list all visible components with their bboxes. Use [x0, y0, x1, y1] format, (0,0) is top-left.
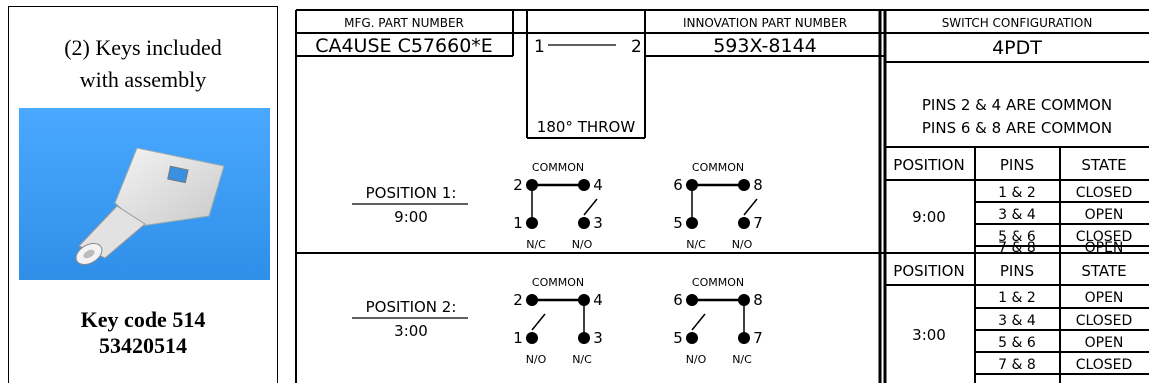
pos1-pole-a-common-label: COMMON	[532, 161, 584, 174]
table2-position: 3:00	[912, 326, 946, 344]
pos1-pole-b-pin-label: 8	[753, 176, 763, 194]
key-caption-line1: (2) Keys included	[64, 35, 222, 60]
key-image	[19, 108, 270, 280]
pos2-pole-a-common-label: COMMON	[532, 276, 584, 289]
table1-header-position: POSITION	[893, 156, 964, 174]
mfg-part-label: MFG. PART NUMBER	[344, 16, 464, 30]
throw-from-pin: 1	[534, 37, 545, 57]
position1-label: POSITION 1:	[366, 184, 457, 202]
pos1-pole-a-pin-label: 3	[593, 214, 603, 232]
pos2-pole-a-pin-label: 4	[593, 291, 603, 309]
table2-row3-pins: 5 & 6	[998, 335, 1036, 351]
table1-row2-state: OPEN	[1085, 207, 1124, 223]
pos1-pole-b-left-type-label: N/C	[686, 238, 706, 251]
pos2-pole-b-contact-open	[691, 313, 706, 331]
pos2-pole-a-pin-label: 2	[513, 291, 523, 309]
table1-row1-pins: 1 & 2	[998, 185, 1036, 201]
key-caption-line2: with assembly	[79, 67, 207, 92]
key-icon	[19, 108, 270, 280]
pos2-pole-b-pin-label: 5	[673, 329, 683, 347]
pos1-pole-b-right-type-label: N/O	[732, 238, 753, 251]
table2-row1-state: OPEN	[1085, 290, 1124, 306]
table2-header-position: POSITION	[893, 262, 964, 280]
common-note-1: PINS 2 & 4 ARE COMMON	[922, 96, 1112, 114]
pos1-pole-b-pin-label: 6	[673, 176, 683, 194]
pos1-pole-a-contact-open	[583, 198, 598, 216]
pos1-pole-a-right-type-label: N/O	[572, 238, 593, 251]
table1-header-pins: PINS	[1000, 156, 1034, 174]
pos1-pole-b-pin-dot	[738, 217, 750, 229]
table1-row4-state: OPEN	[1085, 240, 1124, 256]
pos2-pole-b-left-type-label: N/O	[686, 353, 707, 366]
pos1-pole-b-common-label: COMMON	[692, 161, 744, 174]
pos1-pole-b-contact-open	[743, 198, 758, 216]
pos1-pole-a-pin-label: 2	[513, 176, 523, 194]
table1-row3-state: CLOSED	[1076, 229, 1133, 245]
common-note-2: PINS 6 & 8 ARE COMMON	[922, 119, 1112, 137]
table1-row2-pins: 3 & 4	[998, 207, 1036, 223]
pos1-pole-a-pin-dot	[578, 179, 590, 191]
mfg-part-value: CA4USE C57660*E	[315, 35, 493, 57]
table2-row4-state: CLOSED	[1076, 357, 1133, 373]
pos2-pole-b-pin-dot	[686, 332, 698, 344]
table2-row2-pins: 3 & 4	[998, 313, 1036, 329]
innovation-part-value: 593X-8144	[713, 35, 817, 57]
table1-row4-pins: 7 & 8	[998, 240, 1036, 256]
table1-position: 9:00	[912, 208, 946, 226]
pos2-pole-a-pin-label: 1	[513, 329, 523, 347]
position2-time: 3:00	[394, 322, 428, 340]
pos1-pole-a-pin-dot	[578, 217, 590, 229]
pos1-pole-a-pin-label: 1	[513, 214, 523, 232]
switch-config-value: 4PDT	[992, 37, 1042, 59]
pos2-pole-a-pin-dot	[526, 294, 538, 306]
pos1-pole-a-pin-label: 4	[593, 176, 603, 194]
key-code-line1: Key code 514	[80, 307, 206, 332]
pos1-pole-b-pin-label: 5	[673, 214, 683, 232]
pos2-pole-b-common-label: COMMON	[692, 276, 744, 289]
table1-row3-pins: 5 & 6	[998, 229, 1036, 245]
position2-label: POSITION 2:	[366, 298, 457, 316]
key-panel: (2) Keys included with assembly	[8, 6, 278, 383]
innovation-part-label: INNOVATION PART NUMBER	[683, 16, 847, 30]
pos1-pole-b-pin-label: 7	[753, 214, 763, 232]
pos2-pole-b-pin-dot	[686, 294, 698, 306]
throw-label: 180° THROW	[537, 118, 636, 136]
table2-header-state: STATE	[1081, 262, 1126, 280]
table2-row1-pins: 1 & 2	[998, 290, 1036, 306]
pos1-pole-a-left-type-label: N/C	[526, 238, 546, 251]
pos2-pole-a-contact-open	[531, 313, 546, 331]
key-code-line2: 53420514	[99, 333, 187, 358]
pos2-pole-a-pin-dot	[526, 332, 538, 344]
pos2-pole-a-right-type-label: N/C	[572, 353, 592, 366]
table2-row3-state: OPEN	[1085, 335, 1124, 351]
pos2-pole-a-left-type-label: N/O	[526, 353, 547, 366]
pos2-pole-a-pin-label: 3	[593, 329, 603, 347]
table1-header-state: STATE	[1081, 156, 1126, 174]
frame-lines	[295, 9, 1149, 383]
table2-row2-state: CLOSED	[1076, 313, 1133, 329]
table2-header-pins: PINS	[1000, 262, 1034, 280]
table2-row4-pins: 7 & 8	[998, 357, 1036, 373]
pos2-pole-b-pin-label: 7	[753, 329, 763, 347]
pos1-pole-b-pin-dot	[738, 179, 750, 191]
position1-time: 9:00	[394, 208, 428, 226]
switch-config-label: SWITCH CONFIGURATION	[942, 16, 1093, 30]
pos2-pole-b-pin-label: 6	[673, 291, 683, 309]
table1-row1-state: CLOSED	[1076, 185, 1133, 201]
pos2-pole-b-right-type-label: N/C	[732, 353, 752, 366]
throw-to-pin: 2	[631, 37, 642, 57]
pos2-pole-b-pin-label: 8	[753, 291, 763, 309]
